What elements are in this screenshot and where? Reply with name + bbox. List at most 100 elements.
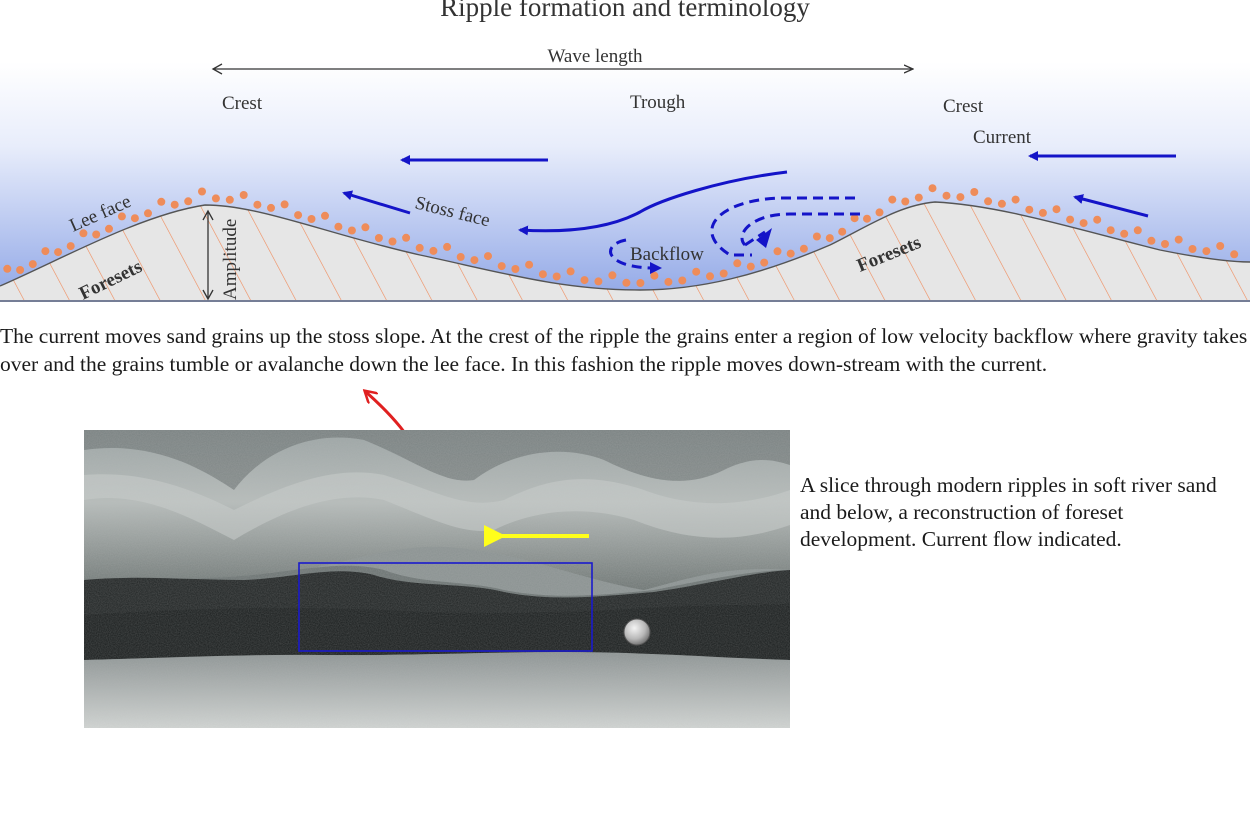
sand-grain xyxy=(415,243,424,252)
sand-grain xyxy=(388,237,397,246)
reconstruction-box xyxy=(298,562,593,652)
sand-grain xyxy=(580,276,589,285)
sand-grain xyxy=(799,244,808,253)
sand-grain xyxy=(54,248,63,257)
sand-grain xyxy=(294,211,303,220)
sand-grain xyxy=(347,226,356,235)
sand-grain xyxy=(608,271,617,280)
sand-grain xyxy=(1202,247,1211,256)
sand-grain xyxy=(888,195,897,204)
sand-grain xyxy=(1147,236,1156,245)
sand-grain xyxy=(956,193,965,202)
sand-grain xyxy=(1106,226,1115,235)
current-label: Current xyxy=(973,127,1032,148)
sand-grain xyxy=(863,214,871,223)
sand-grain xyxy=(429,246,438,255)
sand-grain xyxy=(334,222,343,231)
sand-grain xyxy=(66,242,75,251)
sand-grain xyxy=(321,211,329,220)
sand-grain xyxy=(1079,219,1088,228)
sand-grain xyxy=(525,260,534,269)
sand-grain xyxy=(678,276,687,285)
sand-grain xyxy=(719,269,728,278)
amplitude-label: Amplitude xyxy=(220,219,241,300)
sand-grain xyxy=(1025,205,1034,214)
sand-grain xyxy=(746,262,755,271)
crest-right-label: Crest xyxy=(943,96,984,117)
sand-grain xyxy=(361,223,370,232)
sand-grain xyxy=(16,266,25,274)
sand-grain xyxy=(1052,205,1061,214)
sand-grain xyxy=(636,279,645,287)
sand-grain xyxy=(198,187,206,196)
sand-grain xyxy=(239,191,248,199)
sand-grain xyxy=(456,253,465,261)
sand-grain xyxy=(1093,215,1102,224)
sand-grain xyxy=(3,264,12,273)
sand-grain xyxy=(538,270,547,279)
sand-grain xyxy=(706,272,714,281)
ripple-photo xyxy=(84,430,790,728)
sand-grain xyxy=(1174,235,1183,244)
sand-grain xyxy=(92,230,101,239)
sand-grain xyxy=(622,278,631,287)
sand-grain xyxy=(1038,208,1047,217)
sand-grain xyxy=(1011,195,1020,204)
sand-grain xyxy=(850,214,859,223)
sand-grain xyxy=(1161,240,1169,248)
sand-grain xyxy=(225,195,234,204)
caption-text: The current moves sand grains up the sto… xyxy=(0,324,1248,376)
sand-grain xyxy=(594,277,603,286)
sand-grain xyxy=(650,271,659,280)
sand-grain xyxy=(1230,250,1239,259)
sand-grain xyxy=(901,197,910,206)
sand-grain xyxy=(374,234,383,242)
sand-grain xyxy=(511,265,520,273)
coin xyxy=(623,618,651,646)
sand-grain xyxy=(760,258,769,267)
sand-grain xyxy=(157,197,166,206)
sand-grain xyxy=(280,200,289,209)
sand-grain xyxy=(130,214,139,223)
page-title: Ripple formation and terminology xyxy=(440,0,810,22)
sand-grain xyxy=(838,227,847,236)
sand-grain xyxy=(267,203,275,212)
sand-grain xyxy=(566,267,575,276)
sand-grain xyxy=(170,200,179,209)
sand-grain xyxy=(928,184,937,193)
sand-grain xyxy=(470,256,479,265)
crest-left-label: Crest xyxy=(222,93,263,114)
backflow-dashed-arrow xyxy=(609,196,860,270)
sand-grain xyxy=(1133,226,1142,235)
sand-grain xyxy=(970,188,979,196)
sand-grain xyxy=(664,277,673,286)
sand-grains xyxy=(3,184,1239,287)
sand-grain xyxy=(914,193,923,202)
sand-grain xyxy=(79,229,88,238)
sand-grain xyxy=(875,208,884,217)
current-arrows xyxy=(342,151,1176,236)
sand-grain xyxy=(984,197,993,206)
sand-grain xyxy=(307,215,316,223)
sand-grain xyxy=(144,209,152,218)
sand-grain xyxy=(942,191,951,200)
sand-grain xyxy=(184,197,193,206)
trough-label: Trough xyxy=(630,92,686,113)
sand-grain xyxy=(997,199,1006,208)
sand-grain xyxy=(105,224,113,233)
sand-grain xyxy=(253,200,262,209)
sand-grain xyxy=(41,247,50,256)
sand-grain xyxy=(733,259,742,268)
sand-grain xyxy=(484,252,492,261)
sand-grain xyxy=(497,262,506,271)
sand-grain xyxy=(117,212,126,221)
sand-grain xyxy=(786,249,795,258)
sand-grain xyxy=(692,267,701,276)
sand-grain xyxy=(402,233,411,242)
sand-grain xyxy=(552,272,561,281)
sand-grain xyxy=(443,242,452,251)
sand-grain xyxy=(1188,245,1197,253)
sand-grain xyxy=(825,234,834,243)
photo-description: A slice through modern ripples in soft r… xyxy=(800,473,1217,551)
